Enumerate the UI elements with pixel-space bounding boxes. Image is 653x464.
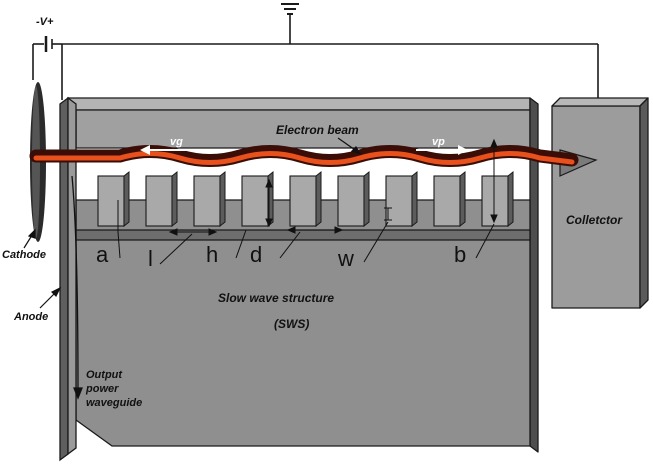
output-label-3: waveguide [86, 397, 142, 409]
anode-plate [59, 96, 77, 462]
sws-tooth-side [219, 170, 226, 228]
sws-tooth [97, 175, 125, 227]
sws-body [67, 97, 539, 453]
param-b-label: b [454, 242, 466, 267]
electron-beam-label: Electron beam [276, 123, 359, 137]
sws-groove-floor [75, 229, 531, 241]
param-w-label: w [337, 246, 354, 271]
sws-tooth [289, 175, 317, 227]
sws-top-face [67, 97, 531, 111]
phase-velocity-label: vp [432, 136, 445, 148]
param-l-label: l [148, 246, 153, 271]
group-velocity-label: vg [170, 136, 183, 148]
ground-icon [281, 3, 299, 15]
battery-icon [44, 36, 62, 52]
dimension-marks [117, 138, 498, 265]
output-waveguide-arrow [71, 175, 83, 400]
output-label-2: power [85, 383, 119, 395]
sws-teeth [97, 170, 514, 228]
anode-pointer [39, 286, 62, 309]
sws-tooth [337, 175, 365, 227]
phase-velocity-arrow [416, 145, 468, 155]
sws-tooth [433, 175, 461, 227]
sws-tooth-side [411, 170, 418, 228]
param-d-label: d [250, 242, 262, 267]
sws-tooth-side [315, 170, 322, 228]
sws-tooth-side [171, 170, 178, 228]
sws-tooth [241, 175, 269, 227]
electron-beam-core [33, 151, 575, 165]
supply-voltage-label: -V+ [36, 16, 54, 28]
sws-tooth [145, 175, 173, 227]
cathode-label: Cathode [2, 249, 46, 261]
sws-tooth-side [123, 170, 130, 228]
wiring [32, 14, 599, 118]
sws-tooth [385, 175, 413, 227]
sws-tooth-side [459, 170, 466, 228]
electron-beam-pointer [337, 137, 362, 156]
sws-label: Slow wave structure [218, 291, 334, 305]
sws-abbrev-label: (SWS) [274, 317, 309, 331]
sws-tooth-side [363, 170, 370, 228]
anode-label: Anode [13, 311, 48, 323]
group-velocity-arrow [140, 145, 196, 155]
param-a-label: a [96, 242, 109, 267]
collector-block [551, 97, 649, 309]
param-h-label: h [206, 242, 218, 267]
sws-tooth-side [507, 170, 514, 228]
cathode-pointer [23, 228, 36, 249]
output-label-1: Output [86, 369, 123, 381]
sws-tooth [193, 175, 221, 227]
collector-label: Colletctor [566, 213, 623, 227]
